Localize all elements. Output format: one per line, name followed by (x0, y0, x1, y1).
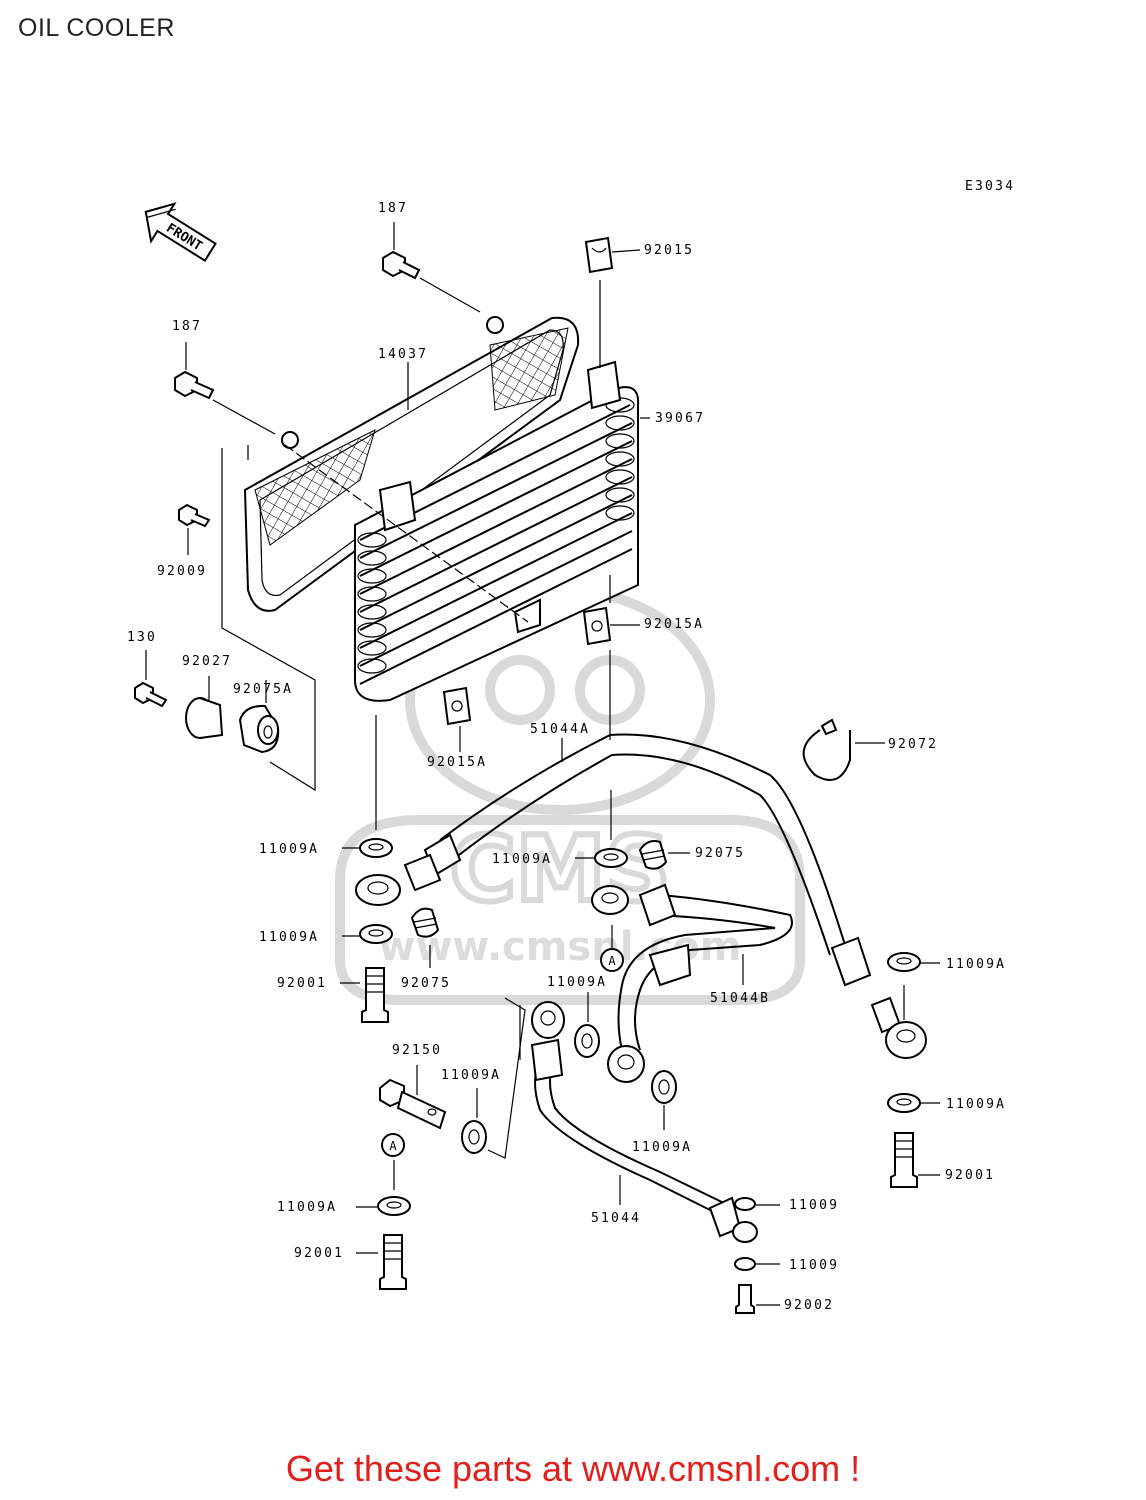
callout-92002: 92002 (784, 1298, 834, 1313)
bolt-92009 (178, 503, 211, 555)
callout-92015a-right: 92015A (644, 617, 704, 632)
bolt-187-left (174, 342, 276, 435)
bolt-187-top (382, 222, 481, 313)
callout-11009a-3: 11009A (259, 930, 319, 945)
callout-92027: 92027 (182, 654, 232, 669)
leader-brackets-bottom (487, 997, 526, 1159)
callout-51044: 51044 (591, 1211, 641, 1226)
callout-187-left: 187 (172, 319, 202, 334)
callout-39067: 39067 (655, 411, 705, 426)
callout-92001-left: 92001 (277, 976, 327, 991)
callout-92001-right: 92001 (945, 1168, 995, 1183)
clamp-92072 (802, 718, 885, 781)
watermark-cms: CMS (450, 817, 670, 922)
front-arrow-icon: FRONT (144, 202, 217, 262)
callout-11009a-2: 11009A (492, 852, 552, 867)
callout-51044b: 51044B (710, 991, 770, 1006)
clip-92015a-bottom (442, 686, 472, 752)
hose-51044a (355, 733, 927, 1059)
grommets-92075 (410, 840, 690, 968)
callout-14037: 14037 (378, 347, 428, 362)
callout-11009a-7: 11009A (277, 1200, 337, 1215)
callout-92150: 92150 (392, 1043, 442, 1058)
callout-92015: 92015 (644, 243, 694, 258)
callout-187-top: 187 (378, 201, 408, 216)
oil-cooler-core (284, 360, 650, 702)
bolt-92002 (735, 1284, 780, 1314)
callout-11009a-1: 11009A (259, 842, 319, 857)
callout-92015a-bottom: 92015A (427, 755, 487, 770)
ref-a-marker-2: A (381, 1133, 405, 1157)
union-bolts-92001 (340, 967, 940, 1290)
callout-92009: 92009 (157, 564, 207, 579)
callout-92072: 92072 (888, 737, 938, 752)
callout-92001-bottom: 92001 (294, 1246, 344, 1261)
cooler-guard (243, 316, 580, 612)
bolt-92150 (379, 1065, 447, 1130)
bolt-130 (134, 650, 168, 708)
callout-11009a-5: 11009A (441, 1068, 501, 1083)
clip-92015a-right (582, 575, 640, 740)
callout-11009-2: 11009 (789, 1258, 839, 1273)
ref-a-label-2: A (389, 1139, 397, 1153)
callout-92075-right: 92075 (695, 846, 745, 861)
hose-51044b (591, 883, 793, 1083)
washers (342, 715, 940, 1271)
clip-92015 (584, 236, 641, 368)
callout-11009-1: 11009 (789, 1198, 839, 1213)
diagram-code: E3034 (965, 179, 1015, 194)
footer-link[interactable]: Get these parts at www.cmsnl.com ! (285, 1448, 861, 1489)
ref-a-label-1: A (608, 954, 616, 968)
page-title: OIL COOLER (18, 14, 175, 42)
pipe-51044 (530, 1001, 758, 1243)
callout-92075a: 92075A (233, 682, 293, 697)
grommet-92075a (238, 680, 280, 754)
callout-92075-left: 92075 (401, 976, 451, 991)
callout-11009a-right1: 11009A (946, 957, 1006, 972)
callout-11009a-right2: 11009A (946, 1097, 1006, 1112)
callout-11009a-4: 11009A (547, 975, 607, 990)
callout-130: 130 (127, 630, 157, 645)
callout-51044a: 51044A (530, 722, 590, 737)
leader-brackets-left (221, 448, 316, 792)
ref-a-marker-1: A (600, 925, 624, 972)
callout-labels: 187 92015 187 14037 39067 92009 92015A 1… (127, 201, 1006, 1313)
callout-11009a-6: 11009A (632, 1140, 692, 1155)
collar-92027 (185, 676, 224, 739)
parts-diagram: CMS www.cmsnl.com E3034 FRONT (127, 179, 1015, 1314)
